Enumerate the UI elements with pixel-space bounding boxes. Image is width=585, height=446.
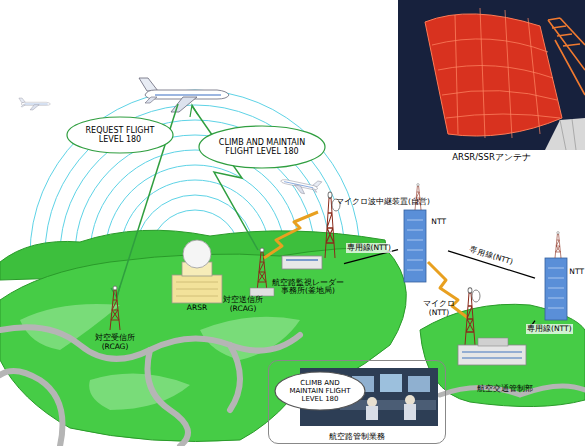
speech-bubble: CLIMB AND MAINTAIN FLIGHT LEVEL 180: [274, 371, 366, 411]
station-label: 対空送信所 (RCAG): [220, 296, 266, 313]
leader-line: [445, 377, 446, 378]
node-text: CLIMB AND MAINTAIN FLIGHT LEVEL 180: [214, 138, 310, 156]
node-text: REQUEST FLIGHT LEVEL 180: [80, 126, 160, 144]
station-label: マイクロ (NTT): [420, 300, 458, 317]
line-label: 専用線(NTT): [346, 243, 393, 253]
control-center: 航空交通管制部: [445, 330, 565, 394]
node-text: NTT: [431, 218, 446, 227]
ntt-building: NTT: [398, 200, 448, 286]
node-text: CLIMB AND MAINTAIN FLIGHT LEVEL 180: [286, 379, 354, 403]
radar-office: 航空路監視レーダー 事務所(釜地局): [272, 250, 344, 296]
station-label: 対空受信所 (RCAG): [92, 334, 138, 351]
node-text: ARSR/SSRアンテナ: [452, 153, 531, 163]
control-room-panel: 航空路管制業務 CLIMB AND MAINTAIN FLIGHT LEVEL 1…: [268, 360, 446, 444]
node-text: 航空路管制業務: [329, 432, 385, 441]
speech-bubble: REQUEST FLIGHT LEVEL 180: [66, 116, 174, 154]
node-text: 航空交通管制部: [477, 385, 533, 394]
speech-bubble: CLIMB AND MAINTAIN FLIGHT LEVEL 180: [198, 125, 326, 169]
antenna-photo: ARSR/SSRアンテナ: [398, 0, 585, 163]
station-label: ARSR: [172, 304, 222, 313]
node-text: NTT: [569, 268, 584, 277]
line-label: 専用線(NTT): [468, 244, 515, 267]
line-label: 専用線(NTT): [526, 324, 573, 334]
station-label: マイクロ波中継装置(自営): [336, 198, 436, 207]
node-text: 航空路監視レーダー 事務所(釜地局): [272, 279, 344, 296]
ntt-building: NTT: [535, 246, 585, 326]
